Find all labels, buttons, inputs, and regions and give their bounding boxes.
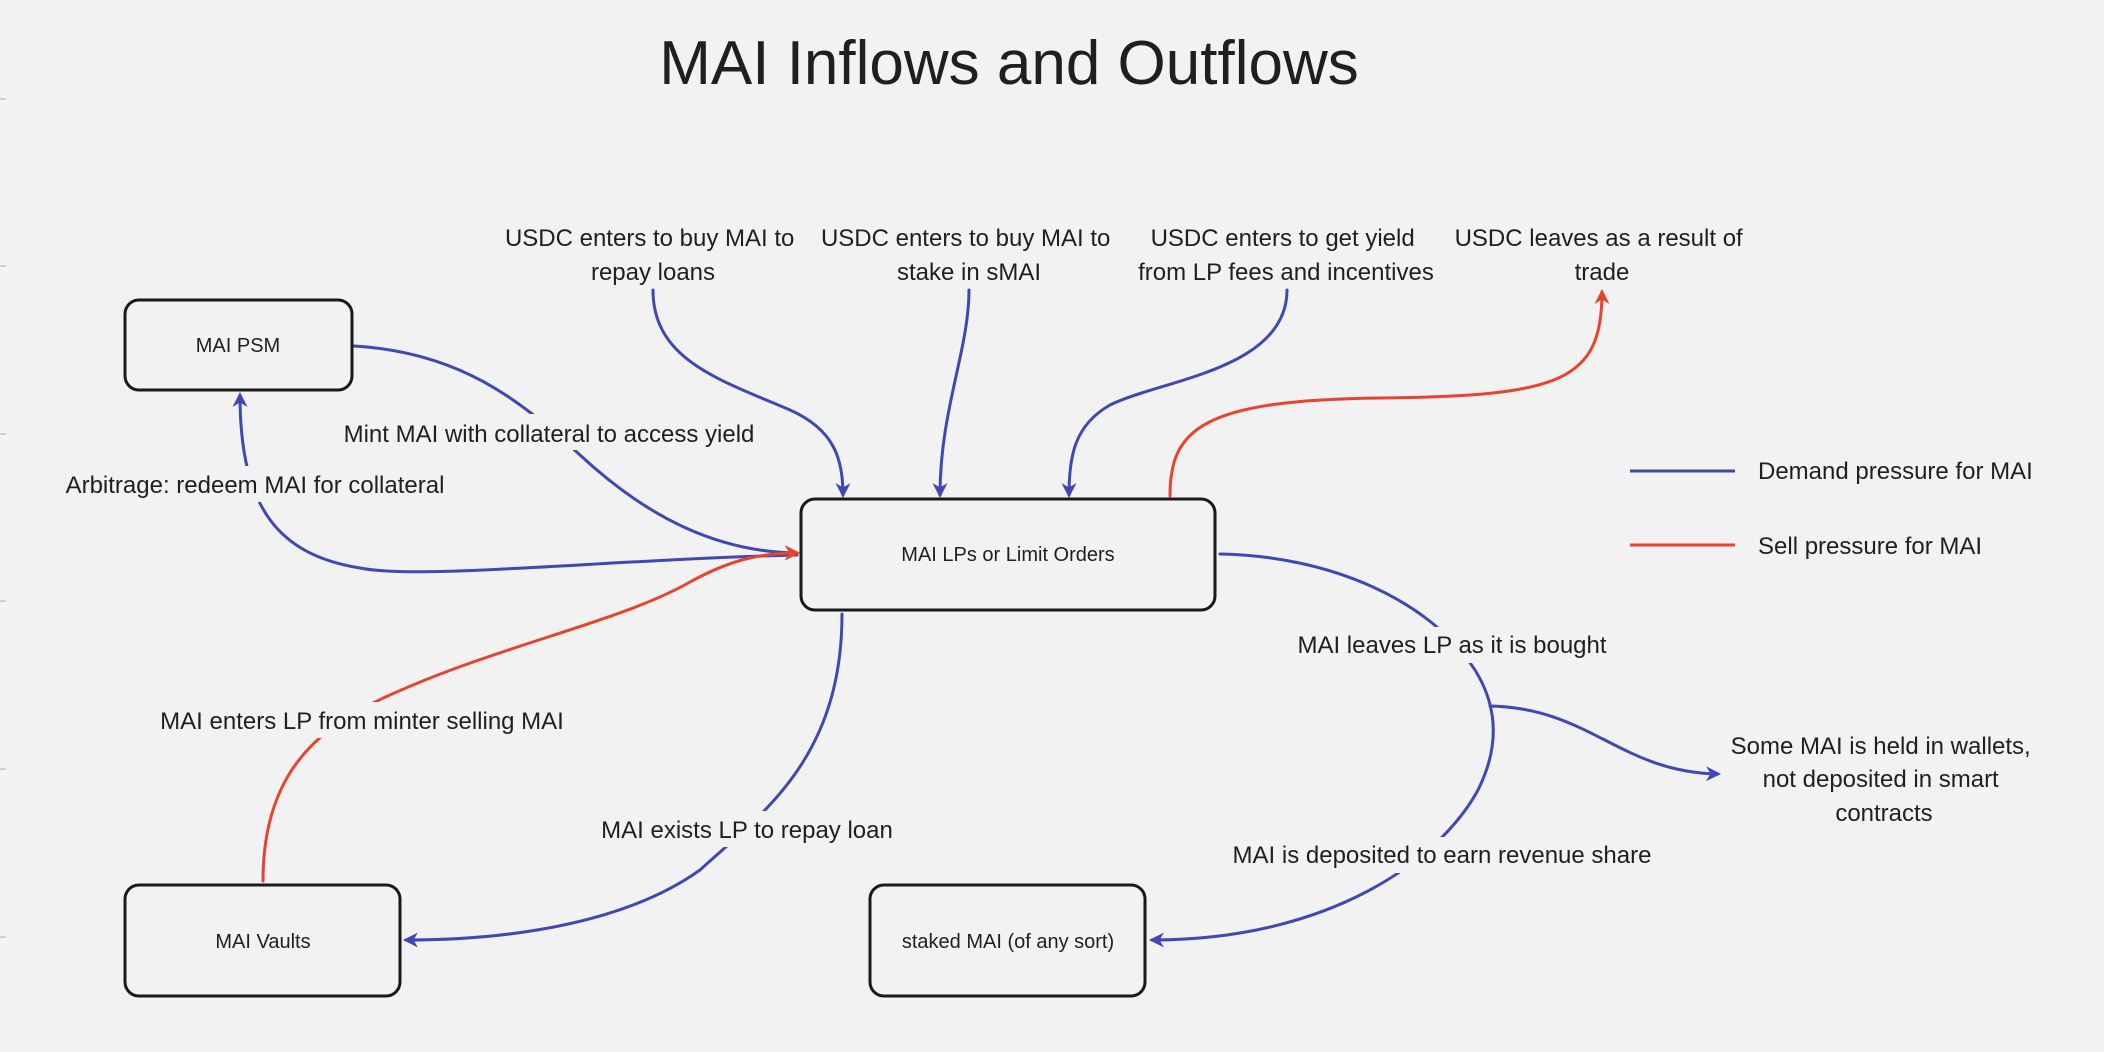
svg-text:MAI enters LP from minter sell: MAI enters LP from minter selling MAI bbox=[160, 708, 564, 735]
svg-text:MAI leaves LP as it is bought: MAI leaves LP as it is bought bbox=[1297, 632, 1606, 659]
edge-mint[interactable] bbox=[352, 344, 800, 561]
edge-label-bought: MAI leaves LP as it is bought bbox=[1296, 627, 1608, 663]
sink-held-in-wallets: Some MAI is held in wallets, not deposit… bbox=[1731, 733, 2038, 827]
edge-ticks bbox=[0, 98, 6, 938]
sink-usdc-leaves: USDC leaves as a result of trade bbox=[1455, 225, 1750, 286]
edge-label-mint: Mint MAI with collateral to access yield bbox=[336, 414, 764, 450]
svg-text:MAI exists LP to repay loan: MAI exists LP to repay loan bbox=[601, 817, 893, 844]
edge-repay-loan[interactable] bbox=[403, 612, 844, 948]
svg-text:Mint MAI with collateral to ac: Mint MAI with collateral to access yield bbox=[344, 421, 755, 448]
node-mai-vaults-label: MAI Vaults bbox=[215, 931, 310, 953]
source-usdc-yield: USDC enters to get yield from LP fees an… bbox=[1138, 225, 1434, 286]
node-mai-psm-label: MAI PSM bbox=[196, 335, 280, 357]
legend-demand-label: Demand pressure for MAI bbox=[1758, 458, 2033, 485]
edge-usdc-stake[interactable] bbox=[932, 288, 971, 498]
page-title: MAI Inflows and Outflows bbox=[659, 29, 1359, 98]
node-mai-vaults[interactable]: MAI Vaults bbox=[123, 883, 402, 998]
edge-label-deposited: MAI is deposited to earn revenue share bbox=[1226, 837, 1656, 873]
edge-bought[interactable] bbox=[1149, 552, 1495, 948]
node-staked-mai[interactable]: staked MAI (of any sort) bbox=[868, 883, 1147, 998]
svg-text:Arbitrage: redeem MAI for coll: Arbitrage: redeem MAI for collateral bbox=[66, 472, 445, 499]
node-staked-mai-label: staked MAI (of any sort) bbox=[902, 931, 1114, 953]
source-usdc-repay-loans: USDC enters to buy MAI to repay loans bbox=[505, 225, 801, 286]
edge-usdc-repay[interactable] bbox=[651, 288, 851, 498]
source-usdc-stake-smai: USDC enters to buy MAI to stake in sMAI bbox=[821, 225, 1117, 286]
edge-usdc-leaves[interactable] bbox=[1168, 289, 1610, 498]
node-mai-lp-label: MAI LPs or Limit Orders bbox=[901, 544, 1114, 566]
edge-usdc-yield[interactable] bbox=[1061, 288, 1289, 498]
edge-held-in-wallets[interactable] bbox=[1488, 704, 1721, 782]
edge-label-minter-selling: MAI enters LP from minter selling MAI bbox=[152, 702, 572, 738]
legend: Demand pressure for MAI Sell pressure fo… bbox=[1630, 458, 2033, 560]
legend-sell-label: Sell pressure for MAI bbox=[1758, 533, 1982, 560]
edge-label-arbitrage: Arbitrage: redeem MAI for collateral bbox=[56, 466, 456, 502]
node-mai-lp[interactable]: MAI LPs or Limit Orders bbox=[799, 497, 1217, 612]
edge-minter-selling[interactable] bbox=[261, 545, 800, 883]
svg-text:MAI is deposited to earn reven: MAI is deposited to earn revenue share bbox=[1233, 842, 1652, 869]
edge-label-repay-loan: MAI exists LP to repay loan bbox=[598, 811, 896, 847]
node-mai-psm[interactable]: MAI PSM bbox=[123, 298, 354, 392]
